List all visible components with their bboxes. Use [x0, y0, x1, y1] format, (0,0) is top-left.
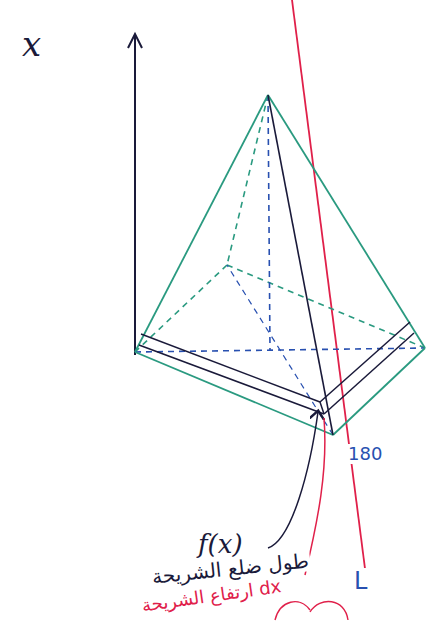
axis-label: x — [20, 26, 43, 63]
dimension-label: 180 — [346, 444, 384, 464]
axis-arrowhead — [128, 34, 142, 48]
hidden-edges — [135, 95, 425, 435]
leader-line — [268, 412, 318, 548]
pyramid-edges — [135, 95, 425, 435]
line-l — [292, 0, 368, 592]
function-label: f(x) — [196, 530, 245, 559]
x-axis — [134, 36, 136, 355]
slice-strip — [139, 322, 414, 414]
scribble — [275, 602, 348, 620]
line-name: L — [352, 568, 369, 594]
front-edge — [268, 95, 333, 435]
